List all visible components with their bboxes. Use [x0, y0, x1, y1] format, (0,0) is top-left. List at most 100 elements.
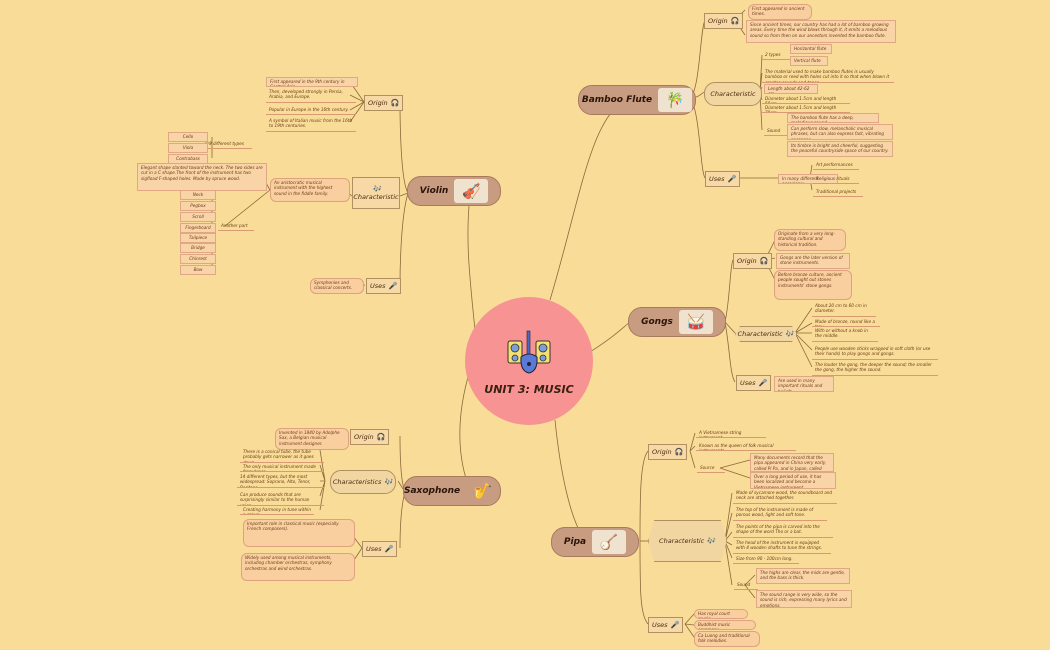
pipa-char-note-1: Made of sycamore wood, the soundboard an…: [733, 489, 837, 504]
sax-title: Saxophone: [404, 486, 461, 496]
violin-origin-note-4: A symbol of Italian music from the 16th …: [266, 117, 356, 132]
bamboo-use-2: Religious rituals: [813, 175, 859, 184]
topic-bamboo-flute[interactable]: Bamboo Flute 🎋: [578, 85, 696, 115]
pipa-sound-note-2: The sound range is very wide, so the sou…: [756, 590, 852, 608]
gongs-uses[interactable]: Uses🎤: [736, 375, 772, 391]
gongs-characteristic[interactable]: Characteristic🎶: [735, 326, 797, 342]
violin-type-1: Cello: [168, 132, 208, 142]
sax-characteristics[interactable]: Characteristics🎶: [330, 470, 396, 494]
bamboo-title: Bamboo Flute: [581, 95, 653, 105]
bamboo-sound-note-1: The bamboo flute has a deep, melodious s…: [787, 113, 879, 123]
pipa-source-label: Source: [697, 464, 725, 473]
gongs-char-note-2: Made of bronze, round like a tray.: [812, 318, 880, 327]
violin-origin-note-2: Then, developed strongly in Persia, Arab…: [266, 88, 356, 103]
microphone-icon: 🎤: [388, 282, 398, 290]
pipa-uses[interactable]: Uses🎤: [648, 617, 684, 633]
headphones-icon: 🎧: [730, 17, 740, 25]
bamboo-use-1: Art performances: [813, 161, 859, 170]
sax-origin[interactable]: Origin🎧: [350, 429, 390, 445]
violin-uses[interactable]: Uses🎤: [366, 278, 402, 294]
gongs-origin-note-3: Before bronze culture, ancient people so…: [774, 270, 852, 300]
violin-part-5: Tailpiece: [180, 233, 216, 243]
pipa-char-note-2: The top of the instrument is made of por…: [733, 506, 827, 521]
pipa-origin-note-1: A Vietnamese string instrument.: [696, 429, 766, 438]
sax-origin-note-1: Invented in 1840 by Adolphe Sax, a Belgi…: [275, 428, 349, 450]
saxophone-icon: 🎷: [473, 482, 493, 500]
bamboo-char-note-4: Diameter about 1.5cm and length 70cm: [762, 104, 850, 113]
sax-char-note-5: Creating harmony in tune within a group.: [240, 506, 314, 515]
bamboo-characteristic[interactable]: Characteristic: [704, 82, 762, 106]
center-title: UNIT 3: MUSIC: [484, 382, 574, 396]
pipa-source-note-2: Over a long period of use, it has been l…: [750, 472, 836, 489]
topic-gongs[interactable]: Gongs 🥁: [628, 307, 726, 337]
sax-char-note-2: The only musical instrument made from br…: [240, 463, 324, 472]
violin-part-6: Bridge: [180, 243, 216, 253]
bamboo-uses-main: In many different occasions:: [778, 174, 838, 184]
violin-characteristic[interactable]: 🎶Characteristic: [352, 177, 400, 209]
music-notes-icon: 🎶: [373, 185, 382, 193]
music-notes-icon: 🎶: [384, 478, 394, 486]
violin-icon: 🎻: [454, 179, 489, 203]
gongs-origin-note-1: Originate from a very long-standing cult…: [774, 229, 846, 251]
violin-title: Violin: [419, 186, 449, 196]
bamboo-origin[interactable]: Origin🎧: [704, 13, 744, 29]
microphone-icon: 🎤: [758, 379, 768, 387]
bamboo-sound-label: Sound: [764, 127, 790, 136]
headphones-icon: 🎧: [759, 257, 769, 265]
pipa-source-note-1: Many documents record that the pipa appe…: [750, 453, 834, 472]
gongs-uses-note-1: Are used in many important rituals and b…: [774, 376, 834, 392]
bamboo-char-note-3: Diameter about 1.5cm and length 50cm: [762, 95, 850, 104]
violin-origin-note-3: Popular in Europe in the 16th century.: [266, 106, 356, 115]
violin-type-2: Viola: [168, 143, 208, 153]
pipa-uses-note-1: Has royal court music.: [694, 609, 748, 619]
sax-char-note-4: Can produce sounds that are surprisingly…: [237, 491, 324, 506]
violin-types-label: 3 different types: [206, 140, 252, 149]
violin-part-7: Chinrest: [180, 254, 216, 264]
violin-origin-note-1: First appeared in the 9th century in Cen…: [266, 77, 358, 87]
pipa-title: Pipa: [563, 537, 587, 547]
bamboo-origin-note-2: Since ancient times, our country has had…: [746, 20, 896, 43]
gongs-origin[interactable]: Origin🎧: [733, 253, 773, 269]
headphones-icon: 🎧: [390, 99, 400, 107]
center-node[interactable]: UNIT 3: MUSIC: [465, 297, 593, 425]
topic-saxophone[interactable]: Saxophone 🎷: [403, 476, 501, 506]
headphones-icon: 🎧: [674, 448, 684, 456]
bamboo-origin-note-1: First appeared in ancient times.: [748, 4, 812, 20]
pipa-characteristic[interactable]: Characteristic🎶: [648, 520, 727, 562]
pipa-icon: 🪕: [592, 530, 627, 554]
sax-char-note-3: 14 different types, but the most widespr…: [237, 473, 324, 488]
topic-pipa[interactable]: Pipa 🪕: [551, 527, 639, 557]
bamboo-type-1: Horizontal flute: [790, 44, 832, 54]
bamboo-char-note-1: The material used to make bamboo flutes …: [762, 68, 894, 83]
pipa-origin[interactable]: Origin🎧: [648, 444, 688, 460]
sax-uses[interactable]: Uses🎤: [362, 541, 398, 557]
violin-origin[interactable]: Origin🎧: [364, 95, 404, 111]
pipa-char-note-5: Size from 90 - 100cm long.: [733, 555, 799, 564]
violin-uses-note-1: Symphonies and classical concerts.: [310, 278, 364, 294]
bamboo-use-3: Traditional projects: [813, 188, 863, 197]
gongs-char-note-5: The louder the gong, the deeper the soun…: [812, 361, 938, 376]
pipa-uses-note-3: Ca Luong and traditional folk melodies.: [694, 631, 760, 647]
microphone-icon: 🎤: [384, 545, 394, 553]
bamboo-types-label: 2 types: [762, 51, 792, 60]
music-notes-icon: 🎶: [785, 330, 795, 338]
gongs-char-note-1: About 20 cm to 60 cm in diameter.: [812, 302, 876, 317]
pipa-sound-note-1: The highs are clear, the mids are gentle…: [756, 568, 850, 584]
sax-uses-note-2: Widely used among musical instruments, i…: [241, 553, 355, 581]
gongs-char-note-4: People use wooden sticks wrapped in soft…: [812, 345, 938, 360]
bamboo-char-note-2: Length about 42-62 cm.: [764, 84, 818, 94]
pipa-char-note-3: The points of the pipa is carved into th…: [733, 523, 833, 538]
music-notes-icon: 🎶: [707, 537, 716, 545]
bamboo-sound-note-2: Can perform slow, melancholic musical ph…: [787, 124, 893, 140]
pipa-char-note-4: The head of the instrument is equipped w…: [733, 539, 831, 554]
gong-icon: 🥁: [678, 310, 713, 334]
pipa-sound-label: Sound: [734, 581, 758, 590]
flute-icon: 🎋: [658, 88, 693, 112]
guitar-speakers-icon: [507, 330, 551, 374]
topic-violin[interactable]: Violin 🎻: [407, 176, 501, 206]
pipa-uses-note-2: Buddhist music ceremony.: [694, 620, 756, 630]
bamboo-uses[interactable]: Uses🎤: [705, 171, 741, 187]
microphone-icon: 🎤: [670, 621, 680, 629]
pipa-origin-note-2: Known as the queen of folk musical instr…: [696, 442, 796, 451]
violin-part-8: Bow: [180, 265, 216, 275]
